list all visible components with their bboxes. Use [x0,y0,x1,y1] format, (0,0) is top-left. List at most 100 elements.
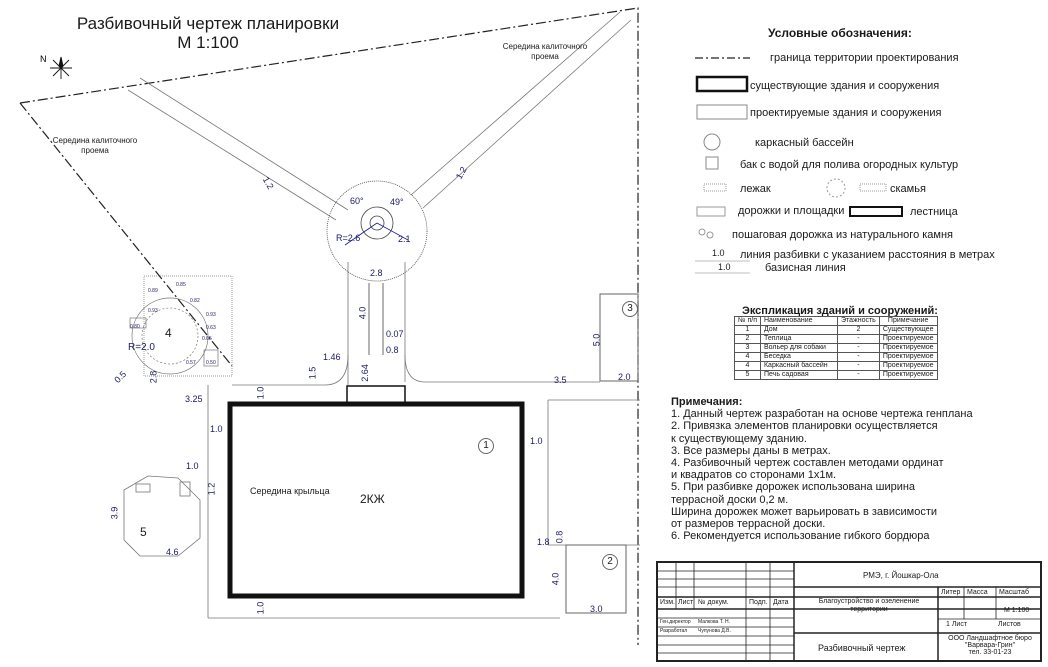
stamp-mass: Масса [967,589,988,596]
stamp-scale: М 1:100 [1004,607,1030,614]
note-line: 6. Рекомендуется использование гибкого б… [671,530,930,543]
table-cell: 5 [734,370,761,380]
table-cell: - [836,343,880,353]
table-row: 2 Теплица - Проектируемое [734,334,938,344]
table-cell: Вольер для собаки [759,343,838,353]
dim-2-8-left: 2.8 [148,370,159,384]
stamp-col-list: Лист [678,599,694,606]
table-header: Примечание [878,316,938,326]
small-dim-085: 0.85 [176,282,186,288]
object-number-5: 5 [140,525,147,539]
table-cell: Проектируемое [878,370,938,380]
object-number-2: 2 [602,554,618,570]
explication-title: Экспликация зданий и сооружений: [742,305,938,317]
note-line: Ширина дорожек может варьировать в завис… [671,505,938,518]
table-row: 3 Вольер для собаки - Проектируемое [734,343,938,353]
table-cell: - [836,361,880,371]
object-number-1: 1 [478,438,494,454]
gate-right-label: Середина калиточного проема [490,42,600,62]
dim-1-0-d: 1.0 [186,461,199,471]
table-cell: - [836,370,880,380]
legend-bench: скамья [890,183,926,195]
table-row: 1 Дом 2 Существующее [734,325,938,335]
dim-5-0: 5.0 [591,333,602,347]
notes-block: Примечания: 1. Данный чертеж разработан … [671,396,1011,542]
notes-title: Примечания: [671,396,743,408]
stamp-project-line2: территории [850,606,888,613]
note-line: 2. Привязка элементов планировки осущест… [671,420,938,433]
stamp-company-line3: тел. 33-01-23 [968,649,1012,656]
garden-oven [123,475,201,557]
territory-boundary [19,7,639,645]
table-header: Наименование [759,316,838,326]
gate-right-line2: проема [531,52,559,61]
stamp-name-1: Малкова Т. Н. [698,619,730,625]
table-cell: 4 [734,352,761,362]
legend-layout-line: линия разбивки с указанием расстояния в … [740,249,995,261]
stamp-col-date: Дата [773,599,789,606]
dim-2-64: 2.64 [359,364,370,382]
legend-base-line: базисная линия [765,262,846,274]
stamp-role-2: Разработал [660,628,688,634]
small-dim-089: 0.89 [148,288,158,294]
dim-3-9: 3.9 [109,506,120,520]
dim-4-0-top: 4.0 [357,306,368,320]
legend-existing-buildings: существующие здания и сооружения [750,80,940,92]
table-cell: Проектируемое [878,361,938,371]
small-dim-082: 0.82 [190,298,200,304]
table-cell: 3 [734,343,761,353]
table-header-row: № п/п Наименование Этажность Примечание [734,316,938,326]
title-block-grid [658,563,1040,660]
small-dim-057: 0.57 [186,360,196,366]
dim-2-8-top: 2.8 [370,268,383,278]
note-line: 1. Данный чертеж разработан на основе че… [671,408,973,421]
legend-stepping-path: пошаговая дорожка из натурального камня [732,229,954,241]
dim-1-46: 1.46 [323,352,341,362]
legend-stairs: лестница [910,206,958,218]
small-dim-080: 0.80 [130,324,140,330]
table-header: Этажность [836,316,880,326]
gazebo [129,275,233,377]
legend-title: Условные обозначения: [768,26,912,40]
stamp-location: РМЭ, г. Йошкар-Ола [863,571,939,580]
gate-left-line1: Середина калиточного [52,136,138,145]
legend-dim-b: 1.0 [718,262,731,272]
table-cell: Дом [759,325,838,335]
legend-planned-buildings: проектируемые здания и сооружения [750,107,942,119]
gate-left-label: Середина калиточного проема [40,136,150,156]
table-cell: - [836,352,880,362]
table-cell: 1 [734,325,761,335]
greenhouse [565,544,627,614]
stamp-role-1: Ген.директор [660,619,691,625]
stamp-company: ООО Ландшафтное бюро "Варвара-Грин" тел.… [942,635,1038,656]
stamp-company-line2: "Варвара-Грин" [964,642,1016,649]
dim-0-8-a: 0.8 [386,345,399,355]
title-line-2: М 1:100 [177,33,239,52]
table-cell: 4 [734,361,761,371]
legend-lounger: лежак [740,183,771,195]
radius-2-0: R=2.0 [128,342,155,353]
table-row: 5 Печь садовая - Проектируемое [734,370,938,380]
small-dim-050: 0.50 [206,360,216,366]
object-number-3: 3 [622,301,638,317]
dim-1-0-e: 1.0 [255,601,266,615]
dim-4-0-bottom: 4.0 [550,572,561,586]
table-cell: Существующее [878,325,938,335]
stamp-sheet: 1 Лист [946,621,968,628]
stamp-liter: Литер [941,589,961,596]
table-header: № п/п [734,316,761,326]
object-number-4: 4 [165,326,172,340]
note-line: к существующему зданию. [671,432,807,445]
note-line: 5. При разбивке дорожек использована шир… [671,481,916,494]
stamp-sheets: Листов [998,621,1021,628]
table-cell: Проектируемое [878,352,938,362]
legend-water-tank: бак с водой для полива огородных культур [740,159,959,171]
dim-3-25: 3.25 [185,394,203,404]
table-cell: - [836,334,880,344]
table-cell: Проектируемое [878,334,938,344]
house-label: 2КЖ [360,492,385,506]
table-cell: Печь садовая [759,370,838,380]
table-cell: 2 [734,334,761,344]
legend-dim-a: 1.0 [712,248,725,258]
legend-symbols [695,57,903,274]
